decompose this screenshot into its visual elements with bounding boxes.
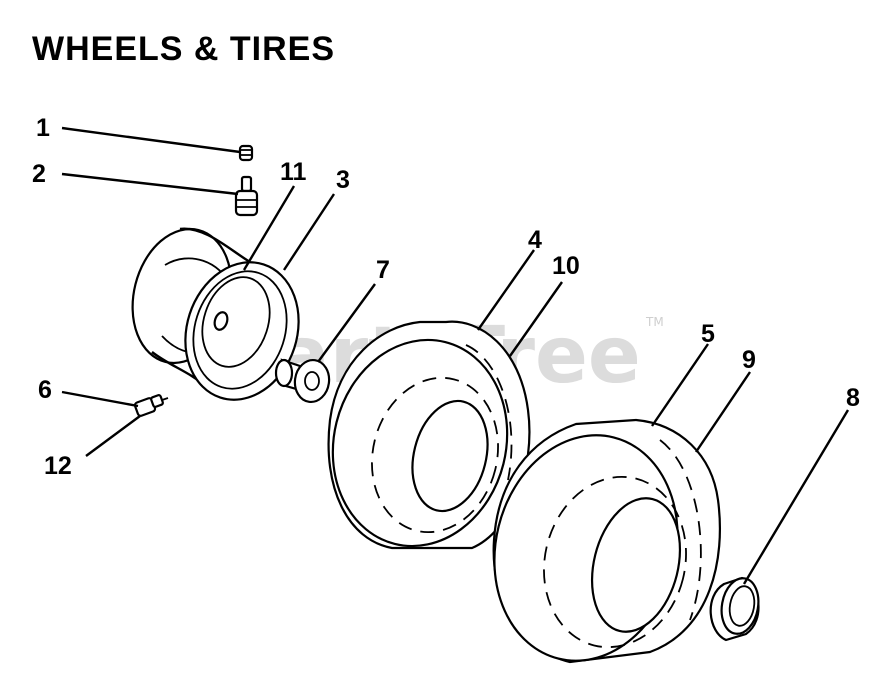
callout-6[interactable]: 6 bbox=[38, 376, 52, 404]
hub-cap-part[interactable] bbox=[709, 575, 763, 642]
callout-1[interactable]: 1 bbox=[36, 114, 50, 142]
grease-fitting-part[interactable] bbox=[133, 394, 169, 417]
wheel-rim-part[interactable] bbox=[119, 218, 316, 414]
callout-9[interactable]: 9 bbox=[742, 346, 756, 374]
diagram-title: WHEELS & TIRES bbox=[32, 30, 335, 68]
callout-2[interactable]: 2 bbox=[32, 160, 46, 188]
leader-lines bbox=[61, 126, 850, 585]
watermark-trademark: TM bbox=[645, 315, 664, 329]
callout-8[interactable]: 8 bbox=[846, 384, 860, 412]
callout-labels: 1 2 11 3 7 4 10 5 9 8 6 12 bbox=[32, 114, 860, 480]
callout-10[interactable]: 10 bbox=[552, 252, 580, 280]
valve-cap-part[interactable] bbox=[238, 144, 254, 162]
callout-11[interactable]: 11 bbox=[280, 158, 307, 186]
bushing-part[interactable] bbox=[274, 358, 332, 404]
callout-3[interactable]: 3 bbox=[336, 166, 350, 194]
callout-4[interactable]: 4 bbox=[528, 226, 542, 254]
callout-12[interactable]: 12 bbox=[44, 452, 72, 480]
callout-5[interactable]: 5 bbox=[701, 320, 715, 348]
callout-7[interactable]: 7 bbox=[376, 256, 390, 284]
valve-stem-part[interactable] bbox=[234, 175, 259, 217]
tire-part[interactable] bbox=[471, 416, 721, 681]
tire-part[interactable] bbox=[311, 320, 531, 564]
